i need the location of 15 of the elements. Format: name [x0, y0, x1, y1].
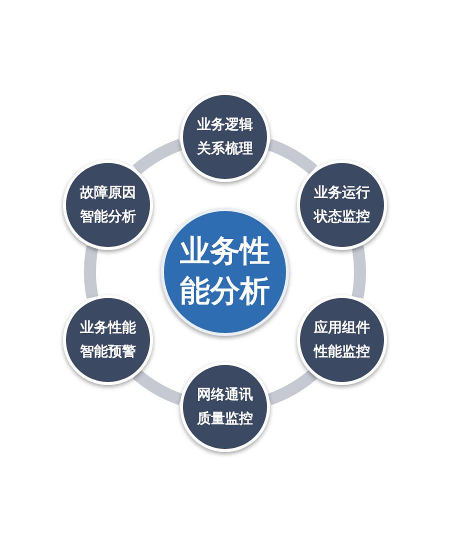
circle-label: 业务逻辑关系梳理 [196, 116, 254, 159]
ring-arc [133, 369, 183, 406]
ring-arc [267, 138, 317, 175]
ring-arc [267, 369, 317, 406]
ring-arc [84, 246, 98, 298]
circle-label: 业务性能分析 [179, 233, 271, 311]
ring-arc [352, 246, 366, 298]
circle-label: 网络通讯质量监控 [196, 386, 254, 429]
topic-circle [180, 362, 270, 452]
ring-arc [133, 138, 183, 175]
topic-circle [180, 92, 270, 182]
circle-label: 业务性能智能预警 [79, 318, 138, 362]
circle-label: 业务运行状态监控 [312, 184, 371, 226]
circle-label: 应用组件性能监控 [312, 318, 371, 362]
circle-label: 故障原因智能分析 [78, 184, 138, 226]
